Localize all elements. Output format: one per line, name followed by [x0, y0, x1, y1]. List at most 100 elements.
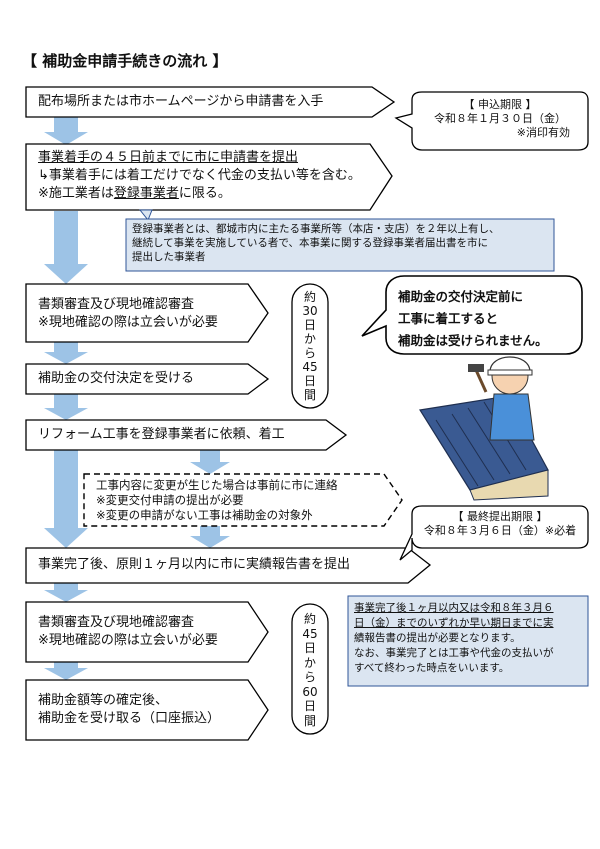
step-box-5	[25, 419, 348, 451]
duration-1-char: か	[303, 332, 316, 346]
step-box-3	[25, 283, 269, 343]
step-8-line-1: 書類審査及び現地確認審査	[38, 615, 195, 630]
arrow-head-5b	[190, 462, 230, 474]
report-note: 事業完了後１ヶ月以内又は令和８年３月６ 日（金）までのいずれか早い期日までに実 …	[354, 601, 554, 676]
step-2-line-3c: に限る。	[178, 186, 231, 201]
report-note-line-3: 績報告書の提出が必要となります。	[354, 632, 521, 644]
report-note-line-2: 日（金）までのいずれか早い期日までに実	[354, 617, 554, 629]
duration-1-char: 約	[303, 290, 316, 304]
deadline-1-date: 令和８年１月３０日（金）	[434, 112, 566, 125]
arrow-shaft-4	[54, 394, 78, 410]
step-7-text: 事業完了後、原則１ヶ月以内に市に実績報告書を提出	[38, 557, 351, 572]
duration-1-char: 30	[302, 304, 318, 318]
step-1-text: 配布場所または市ホームページから申請書を入手	[38, 94, 324, 109]
deadline-1-label: 【 申込期限 】	[463, 98, 537, 111]
duration-1-char: 日	[303, 374, 316, 388]
step-9-line-2: 補助金を受け取る（口座振込）	[38, 711, 221, 726]
duration-2-char: 45	[302, 626, 318, 641]
deadline-callout-1	[394, 91, 589, 151]
arrow-shaft-7	[54, 662, 78, 672]
warning-line-3: 補助金は受けられません。	[398, 333, 548, 348]
duration-1-char: 日	[303, 318, 316, 332]
step-box-2	[25, 143, 393, 211]
deadline-2-label: 【 最終提出期限 】	[452, 510, 548, 523]
arrow-shaft-1	[54, 116, 78, 134]
step-2: 事業着手の４５日前までに市に申請書を提出 ↳事業着手には着工だけでなく代金の支払…	[38, 149, 361, 203]
flow-arrows	[44, 116, 230, 680]
deadline-2: 【 最終提出期限 】 令和８年３月６日（金）※必着	[414, 510, 586, 538]
arrow-shaft-5	[54, 450, 78, 530]
step-5-text: リフォーム工事を登録事業者に依頼、着工	[38, 427, 285, 442]
worker-illustration	[419, 356, 549, 501]
page-title: 【 補助金申請手続きの流れ 】	[22, 52, 228, 70]
duration-2-char: 約	[303, 612, 316, 626]
registered-note-line-2: 継続して事業を実施している者で、本事業に関する登録事業者届出書を市に	[132, 237, 488, 249]
arrow-head-1	[44, 132, 88, 145]
report-note-line-1: 事業完了後１ヶ月以内又は令和８年３月６	[354, 602, 554, 614]
step-6: 工事内容に変更が生じた場合は事前に市に連絡 ※変更交付申請の提出が必要 ※変更の…	[96, 478, 338, 523]
registered-note: 登録事業者とは、都城市内に主たる事業所等（本店・支店）を２年以上有し、 継続して…	[132, 222, 500, 264]
warning-bubble	[361, 275, 583, 355]
step-box-7	[25, 547, 432, 584]
registered-note-box	[125, 209, 555, 272]
step-2-line-1: 事業着手の４５日前までに市に申請書を提出	[38, 150, 299, 165]
duration-2-char: 間	[303, 713, 316, 728]
duration-2-char: ら	[303, 670, 316, 684]
duration-2-char: 日	[303, 699, 316, 713]
duration-1-char: 45	[302, 360, 318, 374]
hammer-icon	[474, 369, 488, 393]
warning: 補助金の交付決定前に 工事に着工すると 補助金は受けられません。	[398, 286, 548, 352]
arrow-head-5c	[190, 536, 230, 548]
step-2-line-3: ※施工業者は登録事業者に限る。	[38, 185, 361, 203]
step-boxes	[25, 86, 432, 741]
arrow-head-6	[44, 590, 88, 602]
step-box-4	[25, 363, 270, 395]
step-3: 書類審査及び現地確認審査 ※現地確認の際は立会いが必要	[38, 296, 218, 332]
arrow-head-5	[44, 528, 88, 548]
duration-2: 約 45 日 か ら 60 日 間	[292, 612, 328, 728]
step-9-line-1: 補助金額等の確定後、	[38, 693, 169, 708]
step-6-line-2: ※変更交付申請の提出が必要	[96, 493, 244, 507]
deadline-2-date: 令和８年３月６日（金）※必着	[423, 524, 577, 537]
step-3-line-2: ※現地確認の際は立会いが必要	[38, 315, 218, 330]
step-3-line-1: 書類審査及び現地確認審査	[38, 297, 195, 312]
step-8: 書類審査及び現地確認審査 ※現地確認の際は立会いが必要	[38, 614, 218, 650]
duration-1-char: 間	[303, 388, 316, 402]
duration-1-char: ら	[303, 346, 316, 360]
step-box-9	[25, 679, 269, 741]
arrow-head-3	[44, 352, 88, 364]
registered-note-line-1: 登録事業者とは、都城市内に主たる事業所等（本店・支店）を２年以上有し、	[132, 223, 500, 235]
step-box-6-dashed	[83, 473, 403, 527]
step-9: 補助金額等の確定後、 補助金を受け取る（口座振込）	[38, 692, 220, 728]
warning-line-2: 工事に着工すると	[398, 311, 499, 326]
step-2-line-2: ↳事業着手には着工だけでなく代金の支払い等を含む。	[38, 168, 361, 183]
step-2-line-3a: ※施工業者は	[38, 186, 114, 201]
report-note-line-5: すべて終わった時点をいいます。	[354, 662, 510, 674]
registered-business-term: 登録事業者	[113, 186, 179, 201]
step-8-line-2: ※現地確認の際は立会いが必要	[38, 633, 218, 648]
arrow-head-7	[44, 668, 88, 680]
step-4-text: 補助金の交付決定を受ける	[38, 371, 195, 386]
duration-1: 約 30 日 か ら 45 日 間	[292, 290, 328, 402]
duration-2-char: 60	[302, 684, 318, 699]
deadline-1: 【 申込期限 】 令和８年１月３０日（金） ※消印有効	[416, 98, 584, 140]
step-box-1	[25, 86, 396, 118]
registered-note-line-3: 提出した事業者	[132, 251, 206, 263]
warning-line-1: 補助金の交付決定前に	[398, 289, 524, 304]
step-6-line-1: 工事内容に変更が生じた場合は事前に市に連絡	[96, 478, 338, 492]
duration-2-char: 日	[303, 641, 316, 655]
step-box-8	[25, 601, 269, 663]
duration-bubble-1	[291, 283, 329, 409]
duration-2-char: か	[303, 655, 316, 670]
arrow-shaft-5b	[200, 450, 220, 464]
arrow-shaft-6	[54, 583, 78, 593]
step-6-line-3: ※変更の申請がない工事は補助金の対象外	[96, 508, 313, 522]
deadline-1-note: ※消印有効	[516, 126, 570, 139]
arrow-shaft-2	[54, 211, 78, 266]
arrow-head-2	[44, 264, 88, 284]
report-note-box	[347, 595, 589, 687]
deadline-callout-2	[399, 505, 589, 561]
report-note-line-4: なお、事業完了とは工事や代金の支払いが	[354, 647, 554, 659]
arrow-head-4	[44, 408, 88, 420]
